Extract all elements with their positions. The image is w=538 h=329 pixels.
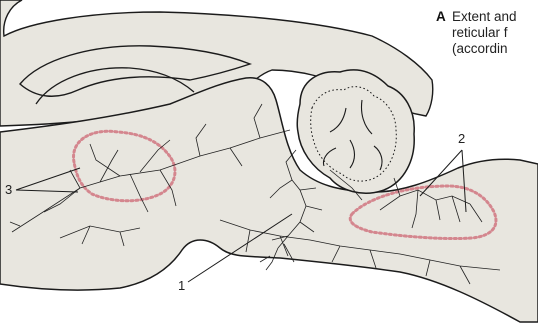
- label-1: 1: [178, 279, 185, 293]
- label-2: 2: [458, 132, 465, 146]
- caption-letter: A: [436, 9, 452, 25]
- caption-line-2: reticular f: [436, 25, 538, 41]
- caption-line-1: Extent and: [452, 9, 517, 24]
- caption-line-3: (accordin: [436, 41, 538, 57]
- label-3: 3: [5, 183, 12, 197]
